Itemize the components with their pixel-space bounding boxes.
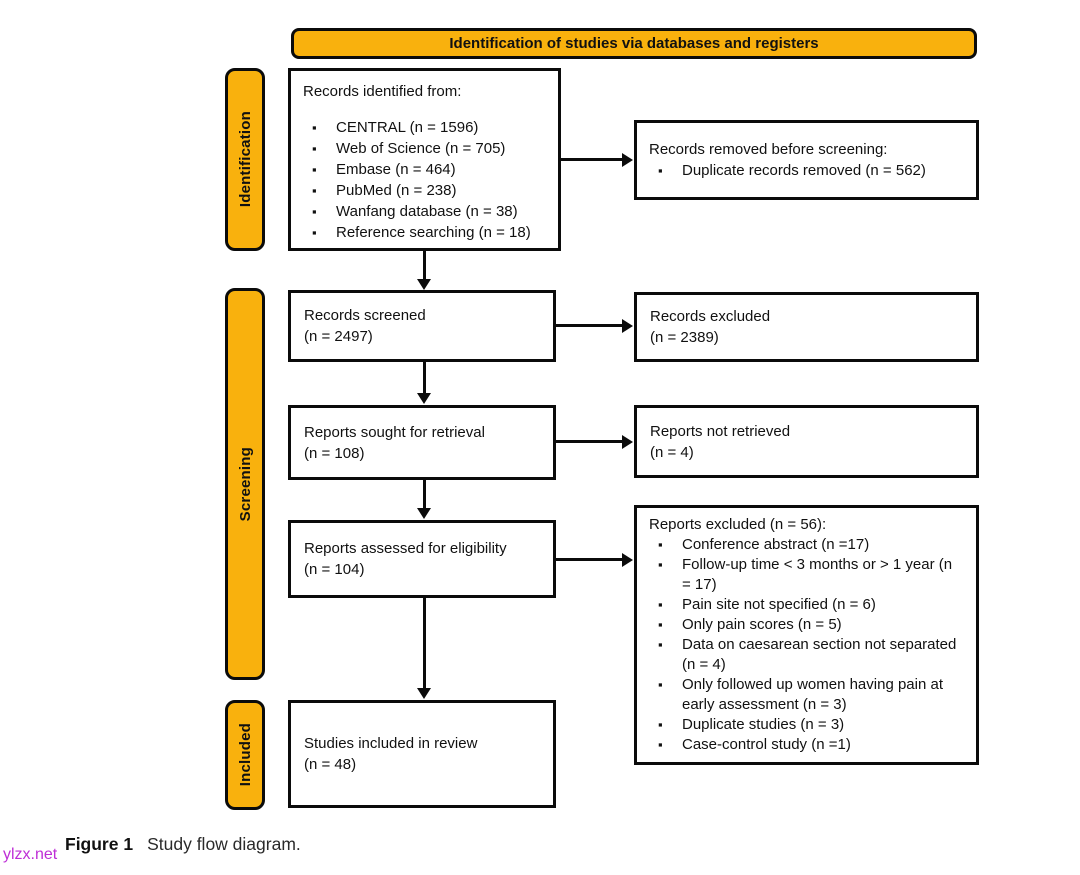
list-item: Follow-up time < 3 months or > 1 year (n… [649, 555, 964, 595]
list-item: Reference searching (n = 18) [303, 222, 546, 243]
stage-tab-label: Identification [236, 111, 254, 208]
list-item: PubMed (n = 238) [303, 180, 546, 201]
box-line2: (n = 2497) [304, 328, 373, 345]
box-reports-excluded: Reports excluded (n = 56): Conference ab… [634, 505, 979, 765]
reports-excluded-list: Conference abstract (n =17) Follow-up ti… [649, 535, 964, 755]
figure-caption-text: Study flow diagram. [147, 834, 301, 854]
box-line2: (n = 4) [650, 443, 694, 461]
box-title: Records identified from: [303, 83, 462, 100]
stage-tab-label: Screening [236, 446, 254, 522]
list-item: Wanfang database (n = 38) [303, 201, 546, 222]
box-reports-sought: Reports sought for retrieval (n = 108) [288, 405, 556, 480]
box-records-excluded: Records excluded (n = 2389) [634, 292, 979, 362]
stage-tab-label: Included [236, 723, 254, 787]
list-item: Only pain scores (n = 5) [649, 615, 964, 635]
box-records-removed: Records removed before screening: Duplic… [634, 120, 979, 200]
box-line2: (n = 2389) [650, 329, 719, 346]
box-line2: (n = 108) [304, 444, 365, 462]
box-line1: Records excluded [650, 308, 771, 325]
box-records-identified: Records identified from: CENTRAL (n = 15… [288, 68, 561, 251]
stage-tab-screening: Screening [225, 288, 265, 680]
banner-identification-of-studies: Identification of studies via databases … [291, 28, 977, 59]
list-item: Case-control study (n =1) [649, 735, 964, 755]
box-reports-assessed: Reports assessed for eligibility (n = 10… [288, 520, 556, 598]
box-line1: Studies included in review [304, 735, 478, 752]
list-item: Embase (n = 464) [303, 159, 546, 180]
list-item: Web of Science (n = 705) [303, 138, 546, 159]
box-reports-not-retrieved: Reports not retrieved (n = 4) [634, 405, 979, 478]
stage-tab-included: Included [225, 700, 265, 810]
box-line1: Reports sought for retrieval [304, 423, 485, 441]
box-line1: Reports not retrieved [650, 422, 791, 440]
box-records-screened: Records screened (n = 2497) [288, 290, 556, 362]
list-item: CENTRAL (n = 1596) [303, 117, 546, 138]
list-item: Conference abstract (n =17) [649, 535, 964, 555]
box-title: Records removed before screening: [649, 141, 888, 158]
records-identified-list: CENTRAL (n = 1596) Web of Science (n = 7… [303, 117, 546, 243]
box-line2: (n = 104) [304, 561, 365, 578]
box-line2: (n = 48) [304, 756, 357, 773]
box-studies-included: Studies included in review (n = 48) [288, 700, 556, 808]
figure-caption-label: Figure 1 [65, 834, 134, 854]
list-item: Duplicate records removed (n = 562) [649, 160, 964, 181]
list-item: Only followed up women having pain at ea… [649, 675, 964, 715]
list-item: Data on caesarean section not separated … [649, 635, 964, 675]
stage-tab-identification: Identification [225, 68, 265, 251]
figure-caption: Figure 1 Study flow diagram. [65, 834, 301, 855]
banner-label: Identification of studies via databases … [449, 35, 819, 52]
box-line1: Reports assessed for eligibility [304, 540, 507, 557]
box-title: Reports excluded (n = 56): [649, 516, 827, 533]
list-item: Duplicate studies (n = 3) [649, 715, 964, 735]
watermark: ylzx.net [3, 846, 58, 863]
list-item: Pain site not specified (n = 6) [649, 595, 964, 615]
records-removed-list: Duplicate records removed (n = 562) [649, 160, 964, 181]
box-line1: Records screened [304, 307, 426, 324]
